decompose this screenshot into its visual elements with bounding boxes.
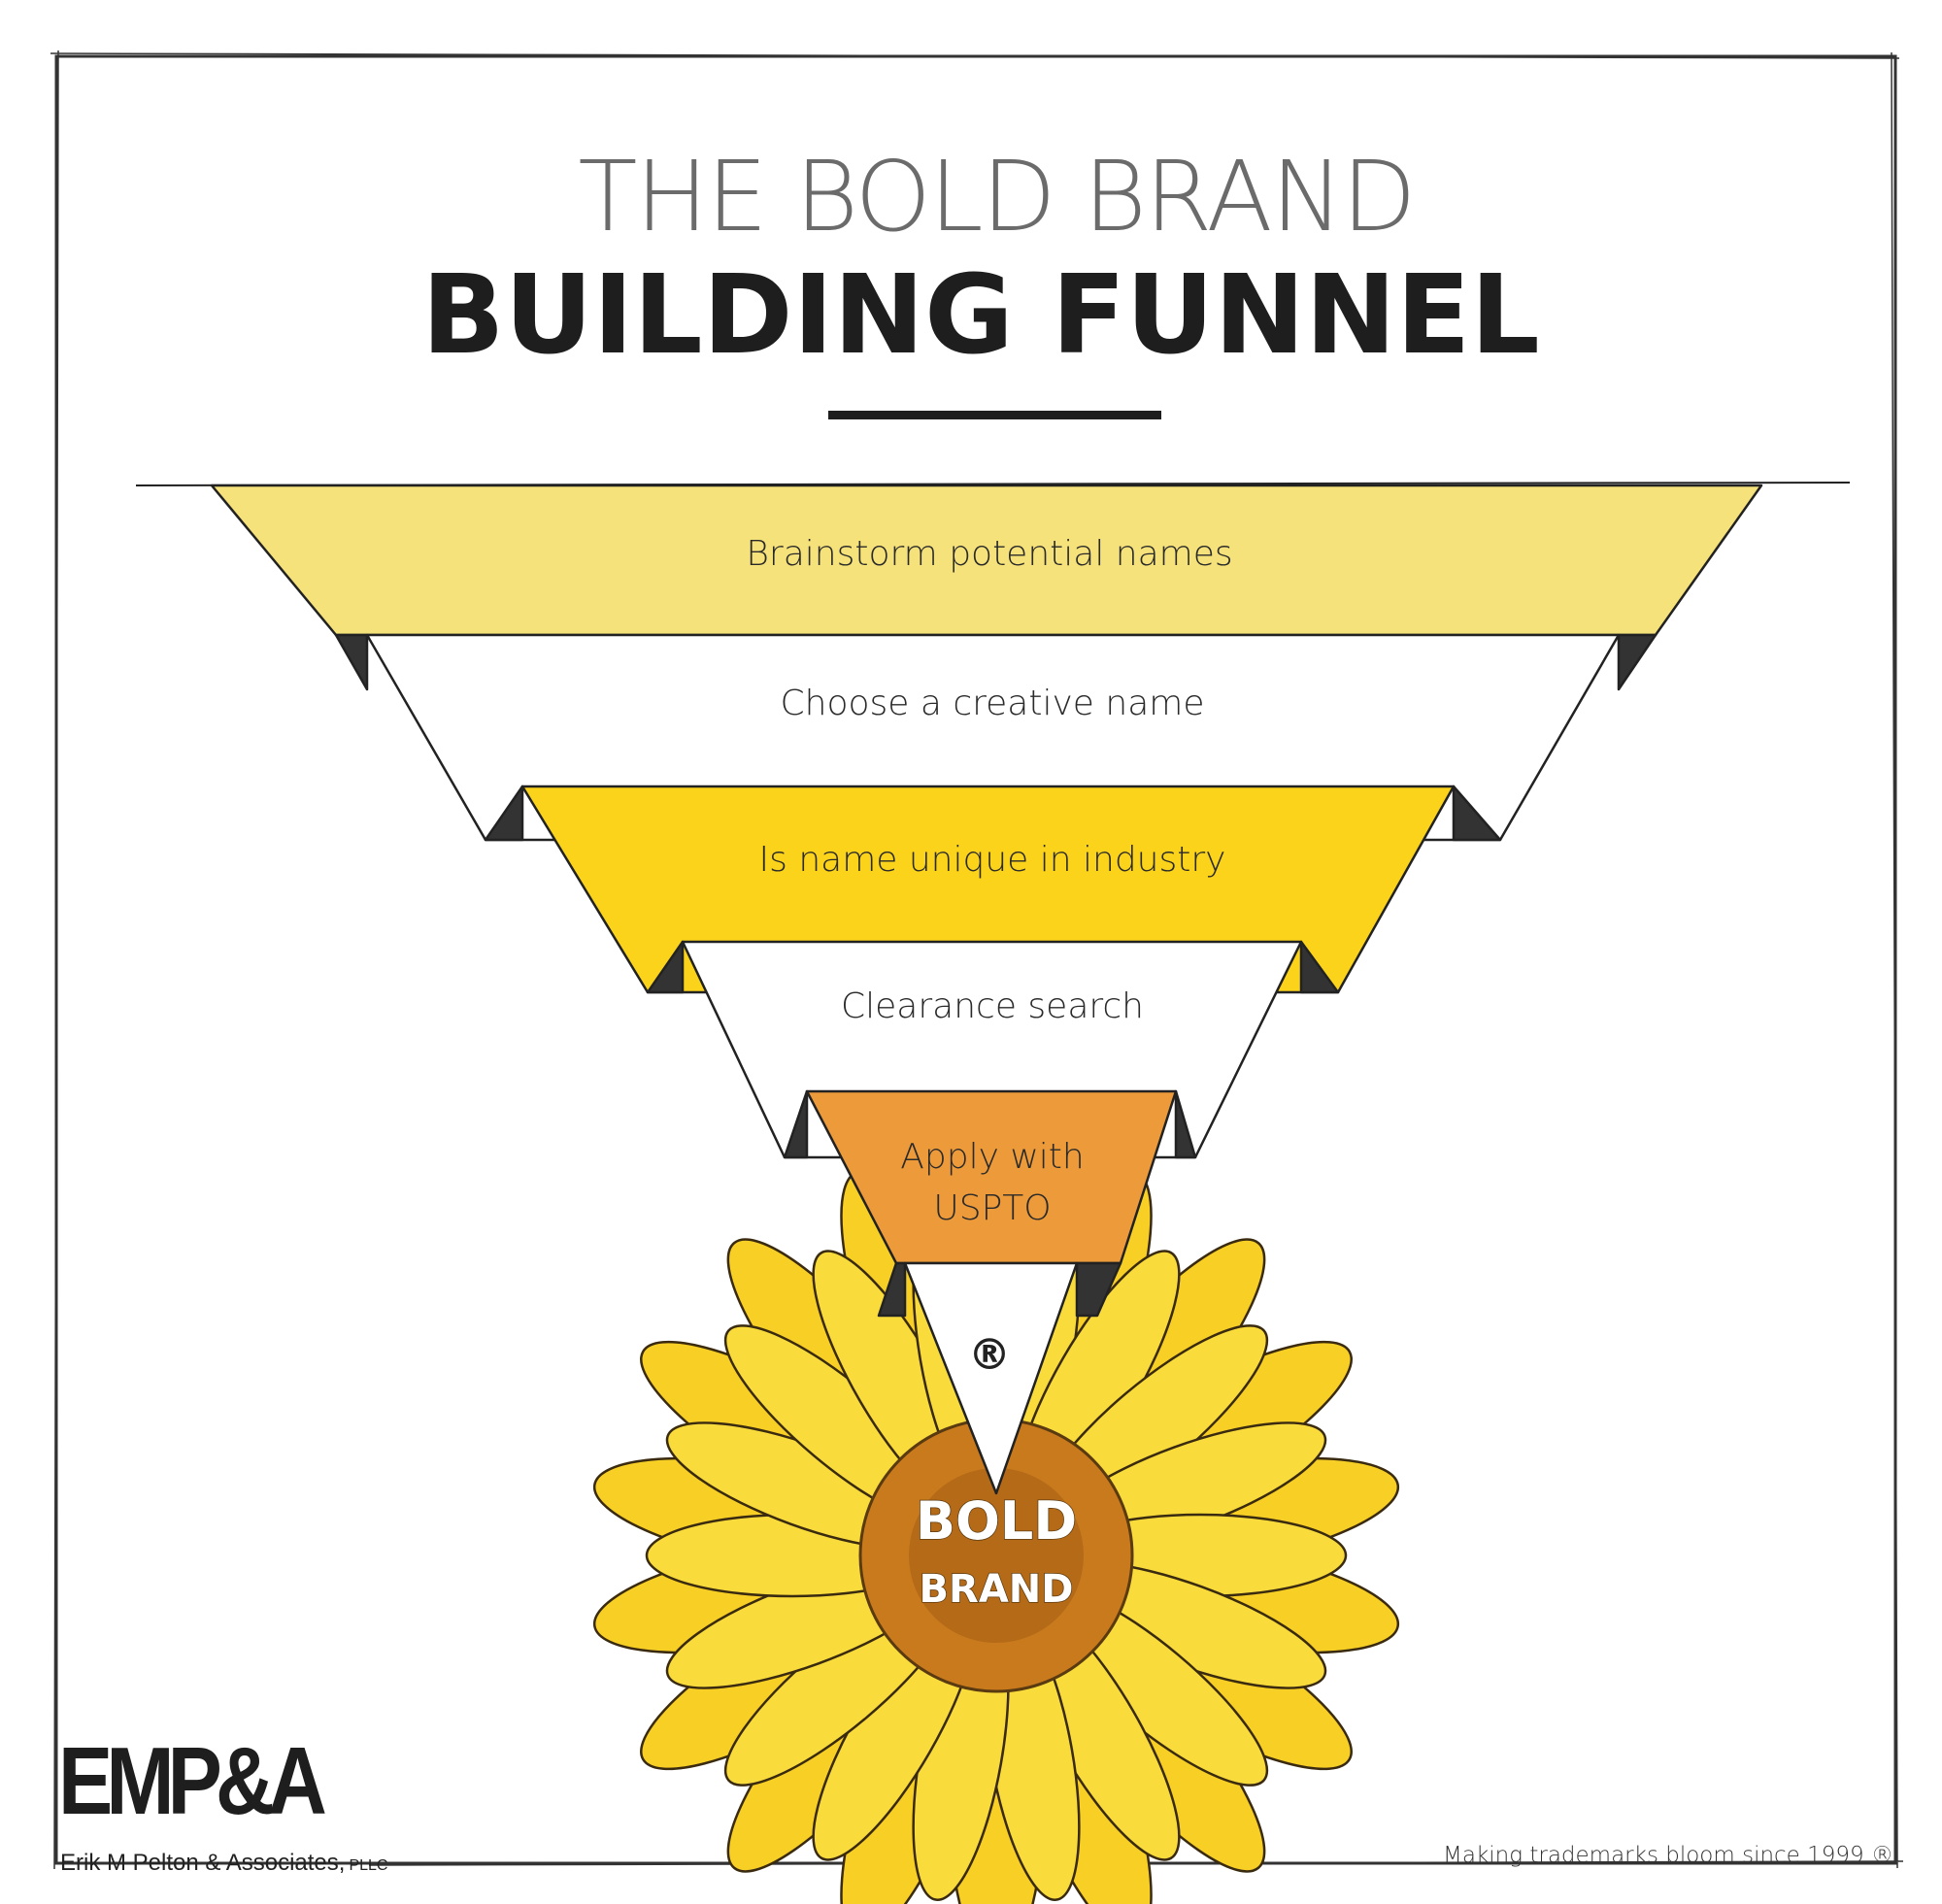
funnel-label-2: Choose a creative name: [781, 684, 1205, 723]
flower-text-bold: BOLD: [916, 1490, 1077, 1552]
fold-shadow: [783, 1089, 809, 1159]
title-underline: [828, 411, 1161, 419]
logo-company-name: Erik M Pelton & Associates,PLLC: [60, 1850, 387, 1876]
title-line1: THE BOLD BRAND: [578, 140, 1414, 253]
fold-shadow: [877, 1261, 907, 1318]
flower-text-brand: BRAND: [920, 1567, 1074, 1612]
fold-shadow: [1174, 1089, 1197, 1159]
fold-shadow: [1299, 940, 1340, 994]
fold-shadow: [646, 940, 685, 994]
funnel-label-5a: Apply with: [900, 1137, 1084, 1177]
flower-center-inner: [909, 1468, 1084, 1643]
logo-name: Erik M Pelton & Associates,: [60, 1850, 345, 1876]
title-line2: BUILDING FUNNEL: [421, 252, 1539, 379]
funnel-label-3: Is name unique in industry: [759, 840, 1226, 880]
fold-shadow: [484, 785, 524, 842]
logo-suffix: PLLC: [349, 1857, 387, 1874]
tagline: Making trademarks bloom since 1999.®: [1443, 1843, 1893, 1868]
logo-mark: EMP&A: [58, 1727, 325, 1834]
funnel-label-4: Clearance search: [841, 986, 1144, 1026]
company-logo: EMP&A Erik M Pelton & Associates,PLLC: [58, 1727, 387, 1876]
fold-shadow: [1617, 633, 1657, 691]
funnel-label-1: Brainstorm potential names: [746, 534, 1232, 574]
funnel: [135, 482, 1851, 1495]
fold-shadow: [1452, 785, 1502, 842]
fold-shadow: [334, 633, 369, 691]
funnel-label-5b: USPTO: [933, 1188, 1051, 1228]
registered-mark-icon: ®: [968, 1330, 1011, 1380]
funnel-band-6: [903, 1261, 1079, 1495]
fold-shadow: [1075, 1261, 1122, 1318]
